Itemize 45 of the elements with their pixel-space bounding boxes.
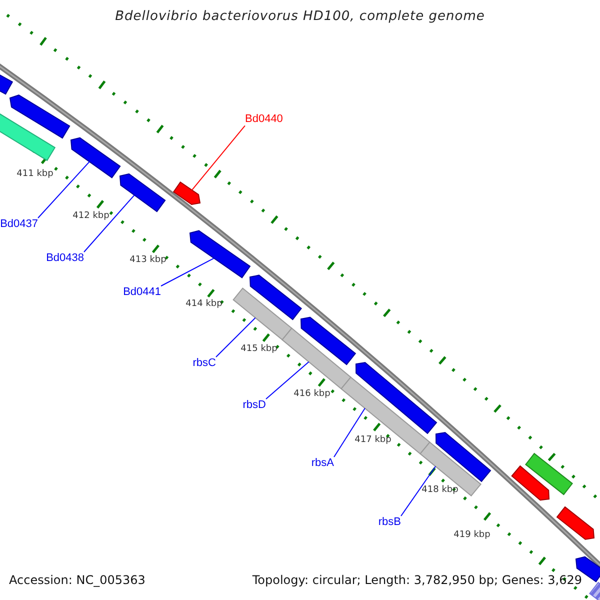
gene-label: rbsD bbox=[242, 399, 266, 412]
leader-line bbox=[38, 161, 90, 218]
gene-block bbox=[511, 465, 550, 501]
leader-line bbox=[84, 194, 135, 252]
gene-label: rbsC bbox=[192, 357, 216, 370]
gene-label: Bd0441 bbox=[123, 286, 161, 299]
gene-block bbox=[232, 288, 292, 340]
gene-label: Bd0438 bbox=[46, 252, 84, 265]
leader-line bbox=[334, 408, 366, 458]
gene-block bbox=[249, 274, 302, 320]
gene-block bbox=[556, 506, 595, 540]
gene-block bbox=[70, 137, 121, 178]
title: Bdellovibrio bacteriovorus HD100, complete genome bbox=[114, 10, 486, 25]
gene-block bbox=[282, 328, 352, 390]
leader-line bbox=[160, 258, 214, 286]
scale-label: 419 kbp bbox=[454, 530, 490, 540]
gene-block bbox=[340, 376, 430, 454]
gene-block bbox=[172, 181, 201, 206]
genome-summary-text: Topology: circular; Length: 3,782,950 bp; Genes: 3,629 bbox=[252, 574, 582, 588]
gene-label: Bd0440 bbox=[245, 113, 283, 126]
gene-label: rbsA bbox=[311, 457, 334, 470]
leader-line bbox=[216, 317, 256, 358]
gene-label: Bd0437 bbox=[0, 218, 38, 231]
gene-block bbox=[300, 316, 356, 366]
leader-line bbox=[400, 466, 436, 516]
gene-block bbox=[189, 230, 251, 278]
scale-label: 418 kbp bbox=[422, 484, 458, 496]
leader-line bbox=[266, 361, 310, 400]
accession-text: Accession: NC_005363 bbox=[9, 574, 146, 588]
scale-label: 411 kbp bbox=[16, 168, 54, 180]
leader-line bbox=[191, 125, 246, 191]
scale-label: 412 kbp bbox=[72, 210, 110, 222]
gene-block bbox=[436, 432, 492, 482]
gene-block bbox=[589, 582, 600, 600]
scale-label: 414 kbp bbox=[186, 298, 222, 310]
gene-block bbox=[119, 173, 166, 212]
scale-label: 417 kbp bbox=[354, 434, 392, 446]
gene-label: rbsB bbox=[378, 516, 401, 529]
gene-block bbox=[525, 452, 573, 496]
gene-block bbox=[9, 94, 70, 139]
scale-label: 415 kbp bbox=[240, 344, 278, 354]
scale-label: 416 kbp bbox=[294, 388, 330, 400]
gene-block bbox=[356, 362, 438, 434]
scale-label: 413 kbp bbox=[130, 254, 166, 266]
gene-block bbox=[420, 442, 482, 496]
